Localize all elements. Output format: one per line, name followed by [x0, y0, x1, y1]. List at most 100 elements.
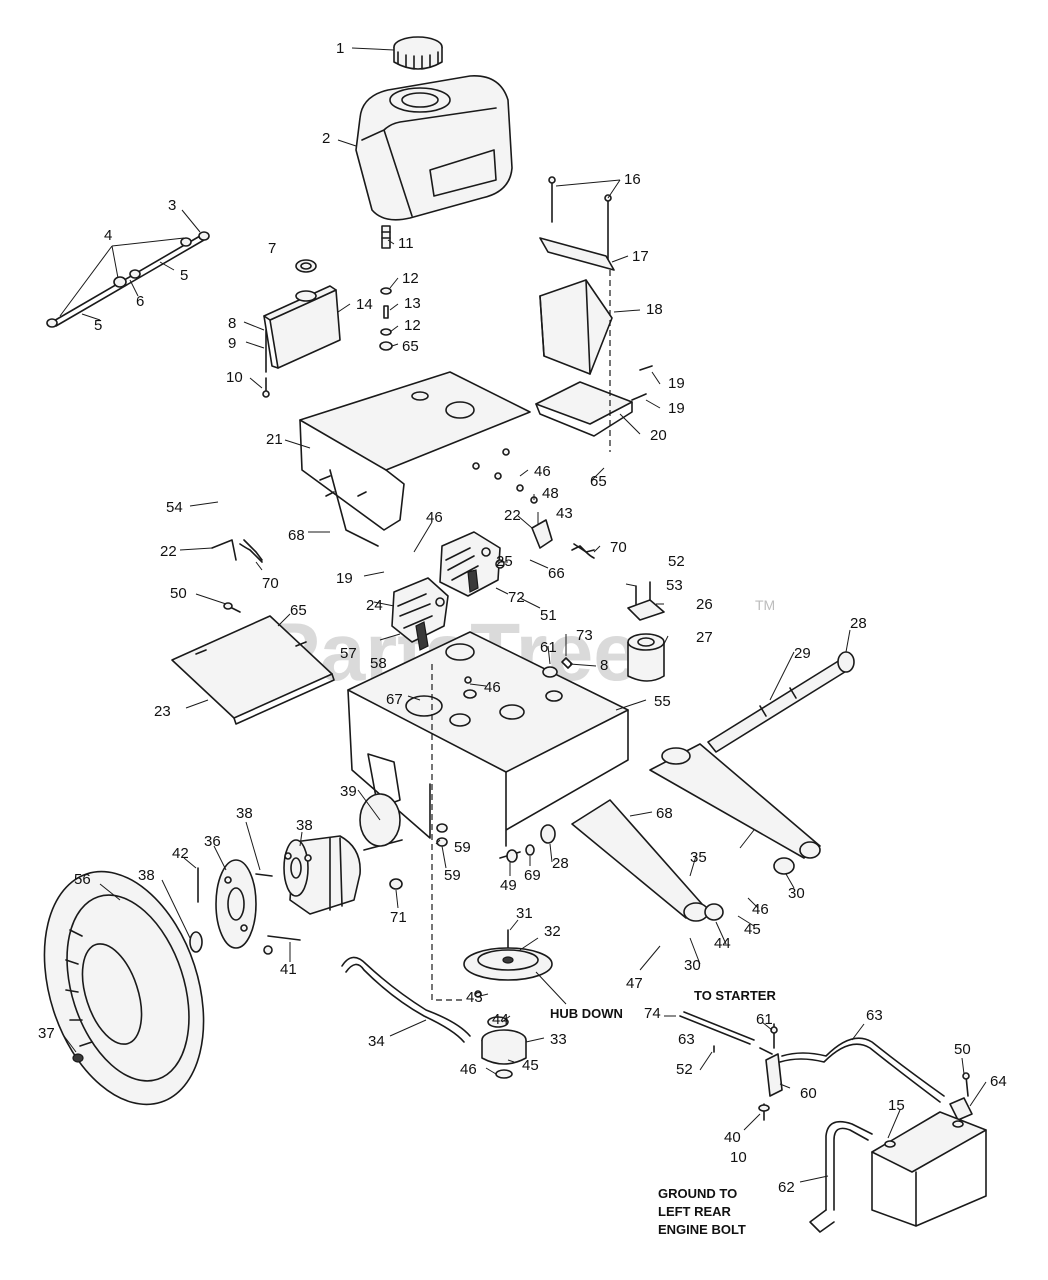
callout-59: 59: [454, 839, 471, 856]
callout-24: 24: [366, 597, 383, 614]
callout-59: 59: [444, 867, 461, 884]
callout-52: 52: [668, 553, 685, 570]
callout-47: 47: [626, 975, 643, 992]
frame-hardware[interactable]: [464, 657, 573, 684]
fuel-outlet-fitting[interactable]: [381, 225, 391, 249]
positive-battery-cable[interactable]: [779, 1037, 945, 1103]
callout-22: 22: [160, 543, 177, 560]
callout-38: 38: [296, 817, 313, 834]
callout-19: 19: [668, 375, 685, 392]
callout-29: 29: [794, 645, 811, 662]
idler-arm-left[interactable]: [211, 539, 263, 563]
control-rod-assembly[interactable]: [46, 231, 210, 328]
callout-21: 21: [266, 431, 283, 448]
idler-arm-right[interactable]: [531, 519, 595, 559]
main-frame[interactable]: [347, 631, 629, 851]
callout-42: 42: [172, 845, 189, 862]
pump-pulley[interactable]: [463, 929, 553, 981]
ground-cable[interactable]: [809, 1120, 873, 1233]
callout-57: 57: [340, 645, 357, 662]
callout-1: 1: [336, 40, 344, 57]
spacer-bushings[interactable]: [540, 824, 795, 921]
callout-12: 12: [402, 270, 419, 287]
callout-38: 38: [138, 867, 155, 884]
fuel-cap[interactable]: [393, 36, 443, 70]
solenoid-terminal[interactable]: [758, 1023, 783, 1121]
callout-56: 56: [74, 871, 91, 888]
callout-51: 51: [540, 607, 557, 624]
starter-cable[interactable]: [679, 1011, 773, 1055]
callout-12: 12: [404, 317, 421, 334]
callout-8: 8: [600, 657, 608, 674]
callout-19: 19: [668, 400, 685, 417]
pulley-bolt[interactable]: [474, 990, 482, 998]
callout-61: 61: [756, 1011, 773, 1028]
hydraulic-reservoir[interactable]: [262, 285, 341, 398]
callout-13: 13: [404, 295, 421, 312]
cable-terminal-bolt[interactable]: [949, 1072, 973, 1121]
callout-64: 64: [990, 1073, 1007, 1090]
callout-68: 68: [656, 805, 673, 822]
pulley-alignment-line: [431, 664, 464, 1001]
callout-8: 8: [228, 315, 236, 332]
callout-31: 31: [516, 905, 533, 922]
drive-belt[interactable]: [341, 956, 471, 1043]
callout-63: 63: [678, 1031, 695, 1048]
callout-70: 70: [262, 575, 279, 592]
callout-37: 37: [38, 1025, 55, 1042]
callout-70: 70: [610, 539, 627, 556]
floor-plate[interactable]: [171, 615, 335, 725]
callout-leaders: [59, 47, 987, 1183]
callout-6: 6: [136, 293, 144, 310]
callout-28: 28: [552, 855, 569, 872]
callout-18: 18: [646, 301, 663, 318]
callout-54: 54: [166, 499, 183, 516]
callout-65: 65: [402, 338, 419, 355]
front-axle-tube[interactable]: [707, 651, 855, 753]
callout-39: 39: [340, 783, 357, 800]
pivot-bushing[interactable]: [627, 633, 665, 682]
callout-7: 7: [268, 240, 276, 257]
callout-14: 14: [356, 296, 373, 313]
hydro-pump-right[interactable]: [439, 531, 505, 597]
grommet[interactable]: [295, 259, 317, 273]
bushing-bracket[interactable]: [627, 581, 665, 621]
callout-11: 11: [398, 235, 414, 252]
callout-69: 69: [524, 867, 541, 884]
drive-wheel[interactable]: [17, 851, 232, 1125]
caster-arm-rear[interactable]: [571, 799, 709, 922]
battery[interactable]: [871, 1111, 987, 1227]
callout-2: 2: [322, 130, 330, 147]
note-ground-line3: ENGINE BOLT: [658, 1222, 746, 1237]
engine-pulley[interactable]: [481, 1016, 527, 1079]
callout-60: 60: [800, 1085, 817, 1102]
control-mount-bracket[interactable]: [299, 371, 531, 547]
callout-labels: 1 2 3 4 5 5 6 7 8 8 9 10 10 11 12 12 13 …: [38, 40, 1007, 1196]
caster-arm-front[interactable]: [649, 743, 821, 859]
wheel-hub[interactable]: [215, 859, 257, 949]
callout-46: 46: [460, 1061, 477, 1078]
mount-hardware[interactable]: [472, 448, 538, 504]
callout-30: 30: [788, 885, 805, 902]
callout-46: 46: [534, 463, 551, 480]
watermark-trademark: TM: [755, 597, 775, 613]
hub-down-leader: [535, 971, 567, 1005]
callout-32: 32: [544, 923, 561, 940]
callout-38: 38: [236, 805, 253, 822]
fuel-tank[interactable]: [355, 75, 513, 221]
lug-nut[interactable]: [72, 1053, 84, 1063]
reservoir-hardware[interactable]: [379, 287, 393, 351]
callout-49: 49: [500, 877, 517, 894]
hydro-pump-left[interactable]: [391, 577, 449, 651]
note-ground-line1: GROUND TO: [658, 1186, 737, 1201]
callout-45: 45: [744, 921, 761, 938]
plate-bolt[interactable]: [223, 602, 241, 613]
battery-holddown[interactable]: [535, 176, 653, 437]
callout-67: 67: [386, 691, 403, 708]
callout-68: 68: [288, 527, 305, 544]
callout-28: 28: [850, 615, 867, 632]
hub-key-and-bolts[interactable]: [197, 867, 301, 955]
callout-48: 48: [542, 485, 559, 502]
wheel-motor[interactable]: [283, 835, 361, 915]
